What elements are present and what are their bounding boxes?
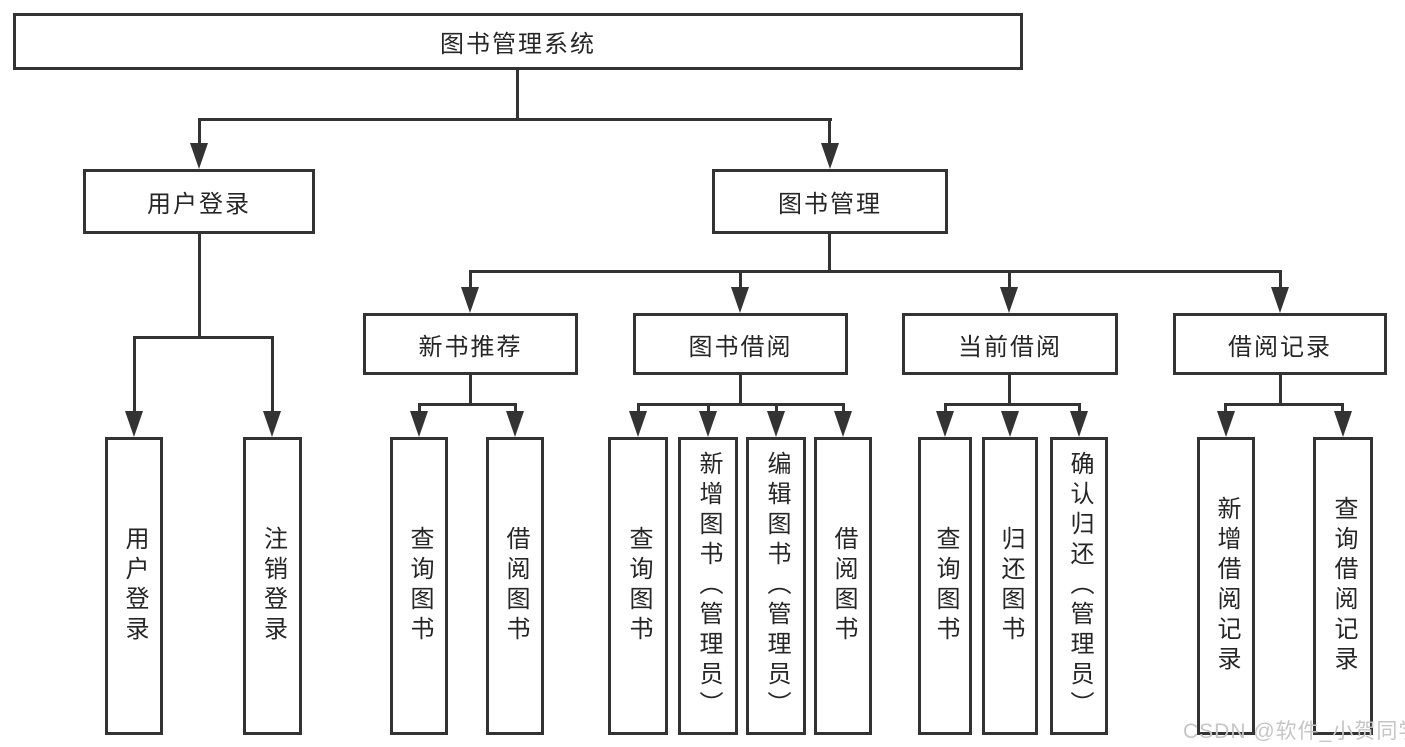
arrowhead-down-icon: [190, 143, 208, 169]
leaf-user-login: 用户登录: [105, 437, 163, 735]
leaf-add-borrow-record: 新增借阅记录: [1197, 437, 1255, 735]
leaf-borrow-books-recommend-label: 借阅图书: [502, 526, 529, 646]
connector-line: [1008, 270, 1011, 290]
node-user-login: 用户登录: [83, 169, 315, 234]
connector-line: [842, 403, 845, 417]
connector-line: [198, 118, 201, 146]
node-current-borrowing-label: 当前借阅: [958, 333, 1062, 361]
arrowhead-down-icon: [699, 411, 717, 437]
leaf-add-borrow-record-label: 新增借阅记录: [1213, 496, 1240, 676]
connector-line: [739, 270, 742, 290]
leaf-query-books-current-label: 查询图书: [932, 526, 959, 646]
arrowhead-down-icon: [410, 411, 428, 437]
connector-line: [1279, 270, 1282, 290]
node-root: 图书管理系统: [13, 13, 1023, 70]
connector-line: [1341, 403, 1344, 417]
arrowhead-down-icon: [767, 411, 785, 437]
arrowhead-down-icon: [731, 287, 749, 313]
node-borrowing-records-label: 借阅记录: [1228, 333, 1332, 361]
arrowhead-down-icon: [1334, 411, 1352, 437]
leaf-query-books-borrowing: 查询图书: [608, 437, 668, 735]
connector-line: [1008, 375, 1011, 406]
connector-line: [1078, 403, 1081, 417]
arrowhead-down-icon: [629, 411, 647, 437]
connector-line: [418, 403, 517, 406]
connector-line: [739, 375, 742, 406]
node-new-book-recommend: 新书推荐: [363, 313, 578, 375]
arrowhead-down-icon: [1271, 287, 1289, 313]
arrowhead-down-icon: [1000, 287, 1018, 313]
leaf-query-borrow-record: 查询借阅记录: [1313, 437, 1373, 735]
arrowhead-down-icon: [263, 411, 281, 437]
node-user-login-label: 用户登录: [147, 191, 251, 218]
connector-line: [469, 270, 472, 290]
leaf-query-books-recommend: 查询图书: [390, 437, 448, 735]
arrowhead-down-icon: [936, 411, 954, 437]
leaf-logout-login: 注销登录: [243, 437, 302, 735]
connector-line: [637, 403, 845, 406]
csdn-watermark: CSDN @软件_小贺同学: [1183, 720, 1405, 743]
leaf-add-books-admin: 新增图书（管理员）: [678, 437, 738, 735]
connector-line: [198, 118, 832, 121]
node-borrowing-records: 借阅记录: [1173, 313, 1387, 375]
arrowhead-down-icon: [1001, 411, 1019, 437]
connector-line: [514, 403, 517, 417]
arrowhead-down-icon: [125, 411, 143, 437]
leaf-return-books-label: 归还图书: [997, 526, 1024, 646]
connector-line: [469, 375, 472, 406]
node-book-borrowing-label: 图书借阅: [688, 333, 793, 361]
connector-line: [775, 403, 778, 417]
node-book-borrowing: 图书借阅: [633, 313, 848, 375]
leaf-return-books: 归还图书: [982, 437, 1038, 735]
connector-line: [828, 118, 831, 146]
node-book-management: 图书管理: [712, 169, 948, 234]
connector-line: [133, 336, 136, 415]
connector-line: [469, 270, 1282, 273]
leaf-confirm-return-admin: 确认归还（管理员）: [1050, 437, 1108, 735]
connector-line: [133, 336, 274, 339]
leaf-confirm-return-admin-label: 确认归还（管理员）: [1066, 451, 1093, 721]
connector-line: [637, 403, 640, 417]
node-new-book-recommend-label: 新书推荐: [418, 333, 523, 361]
leaf-query-books-recommend-label: 查询图书: [406, 526, 433, 646]
arrowhead-down-icon: [821, 143, 839, 169]
arrowhead-down-icon: [506, 411, 524, 437]
arrowhead-down-icon: [461, 287, 479, 313]
leaf-borrow-books-borrowing: 借阅图书: [814, 437, 872, 735]
arrowhead-down-icon: [1217, 411, 1235, 437]
leaf-borrow-books-borrowing-label: 借阅图书: [830, 526, 857, 646]
connector-line: [198, 234, 201, 339]
arrowhead-down-icon: [834, 411, 852, 437]
connector-line: [418, 403, 421, 417]
node-root-label: 图书管理系统: [440, 31, 596, 58]
leaf-query-books-borrowing-label: 查询图书: [625, 526, 652, 646]
leaf-logout-login-label: 注销登录: [259, 526, 287, 646]
leaf-query-books-current: 查询图书: [918, 437, 972, 735]
leaf-edit-books-admin: 编辑图书（管理员）: [746, 437, 806, 735]
connector-line: [1224, 403, 1344, 406]
connector-line: [516, 69, 519, 121]
leaf-add-books-admin-label: 新增图书（管理员）: [695, 451, 722, 721]
arrowhead-down-icon: [1070, 411, 1088, 437]
leaf-user-login-label: 用户登录: [121, 526, 148, 646]
leaf-borrow-books-recommend: 借阅图书: [486, 437, 544, 735]
connector-line: [1279, 375, 1282, 406]
leaf-edit-books-admin-label: 编辑图书（管理员）: [763, 451, 790, 721]
connector-line: [271, 336, 274, 415]
leaf-query-borrow-record-label: 查询借阅记录: [1330, 496, 1357, 676]
node-current-borrowing: 当前借阅: [902, 313, 1118, 375]
connector-line: [1224, 403, 1227, 417]
connector-line: [828, 234, 831, 273]
connector-line: [707, 403, 710, 417]
connector-line: [944, 403, 947, 417]
connector-line: [944, 403, 1081, 406]
node-book-management-label: 图书管理: [778, 191, 882, 218]
